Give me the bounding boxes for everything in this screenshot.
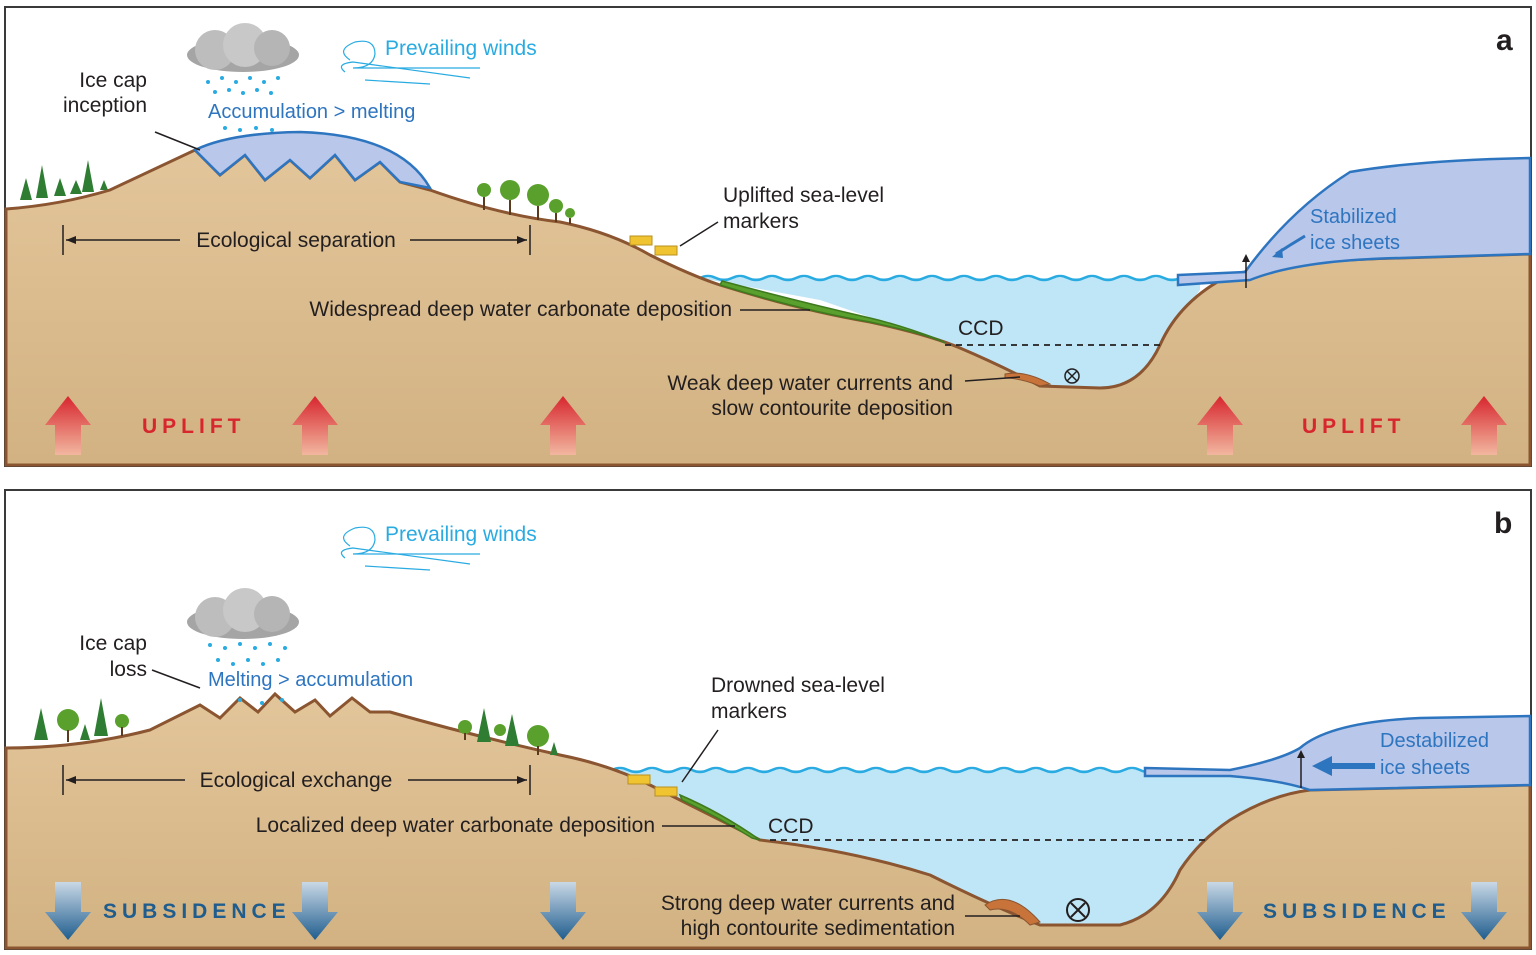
trees-right-b [458, 708, 558, 755]
winds-label-b: Prevailing winds [385, 523, 537, 546]
uplift-arrows-a [45, 396, 1507, 455]
panel-a: a Prevailing winds Accumulation > meltin… [4, 6, 1532, 467]
markers-leader-a [679, 221, 719, 247]
subsidence-arrows-b [45, 882, 1507, 940]
deciduous-trees-a [477, 180, 575, 224]
eco-label-a: Ecological separation [196, 229, 396, 252]
eco-arrowhead-left-b [66, 776, 76, 784]
winds-label-a: Prevailing winds [385, 37, 537, 60]
ice-sheet-a [1176, 156, 1532, 287]
ice-cap-label-2-b: loss [110, 658, 147, 681]
markers-label-1-b: Drowned sea-level [711, 674, 885, 697]
markers-label-2-b: markers [711, 700, 787, 723]
ice-cap-label-2-a: inception [63, 94, 147, 117]
cloud-label-a: Accumulation > melting [208, 101, 415, 123]
currents-leader-a [964, 376, 1021, 382]
sheets-label-2-a: ice sheets [1310, 232, 1400, 254]
wave-line-a [699, 274, 1197, 282]
markers-label-2-a: markers [723, 210, 799, 233]
current-symbol-a [1064, 368, 1080, 384]
ccd-label-a: CCD [958, 317, 1004, 340]
trees-left-b [34, 698, 129, 742]
panel-letter-b: b [1494, 507, 1512, 540]
ice-flow-arrowhead-b [1312, 756, 1332, 776]
ice-thickness-arrowhead-a [1242, 254, 1250, 262]
uplift-label-right-a: UPLIFT [1302, 415, 1406, 438]
ice-cap-label-1-b: Ice cap [79, 632, 147, 655]
ocean-water-b [612, 770, 1300, 925]
eco-label-b: Ecological exchange [200, 769, 393, 792]
ice-cap-leader-a [154, 131, 201, 151]
sea-level-marker-2-b [654, 786, 678, 797]
sea-level-marker-1-b [627, 774, 651, 785]
carbonate-deposit-b [678, 793, 761, 841]
wave-line-b [611, 766, 1157, 774]
sea-level-marker-2-a [654, 245, 678, 256]
wind-swirl-b [340, 526, 480, 571]
ice-cap-leader-b [151, 669, 201, 689]
currents-label-1-b: Strong deep water currents and [661, 892, 955, 915]
rain-b [208, 642, 287, 705]
current-symbol-cross-b [1070, 902, 1086, 918]
cloud-label-b: Melting > accumulation [208, 669, 413, 691]
ice-flow-arrowhead-a [1272, 248, 1283, 258]
currents-label-1-a: Weak deep water currents and [667, 372, 953, 395]
rain-a [206, 76, 280, 132]
current-symbol-cross-a [1066, 370, 1078, 382]
contourite-b [984, 898, 1041, 926]
subsidence-label-right-b: SUBSIDENCE [1263, 900, 1451, 923]
subsidence-label-left-b: SUBSIDENCE [103, 900, 291, 923]
sheets-label-1-b: Destabilized [1380, 730, 1489, 752]
carbonate-deposit-a [718, 280, 946, 344]
ice-thickness-arrowhead-b [1297, 750, 1305, 758]
sheets-label-1-a: Stabilized [1310, 206, 1397, 228]
current-symbol-b [1066, 898, 1090, 922]
uplift-label-left-a: UPLIFT [142, 415, 246, 438]
ice-sheet-b [1143, 714, 1532, 792]
eco-arrowhead-right-b [517, 776, 527, 784]
eco-arrowhead-left-a [66, 236, 76, 244]
panel-b: b Prevailing winds Melting > accumulatio… [4, 489, 1532, 950]
conifer-trees-a [20, 160, 108, 200]
cloud-a [187, 23, 299, 72]
wind-swirl-a [340, 40, 480, 85]
ice-cap-label-1-a: Ice cap [79, 69, 147, 92]
ccd-label-b: CCD [768, 815, 814, 838]
sheets-label-2-b: ice sheets [1380, 757, 1470, 779]
contourite-a [1004, 372, 1052, 387]
currents-label-2-b: high contourite sedimentation [681, 917, 955, 940]
carbonate-label-a: Widespread deep water carbonate depositi… [309, 298, 732, 321]
eco-arrowhead-right-a [517, 236, 527, 244]
ocean-water-a [700, 278, 1200, 388]
cloud-b [187, 588, 299, 639]
panel-letter-a: a [1496, 24, 1513, 57]
currents-label-2-a: slow contourite deposition [711, 397, 953, 420]
ice-cap-a [192, 130, 433, 190]
carbonate-label-b: Localized deep water carbonate depositio… [256, 814, 655, 837]
sea-level-marker-1-a [629, 235, 653, 246]
markers-label-1-a: Uplifted sea-level [723, 184, 884, 207]
markers-leader-b [681, 729, 719, 783]
